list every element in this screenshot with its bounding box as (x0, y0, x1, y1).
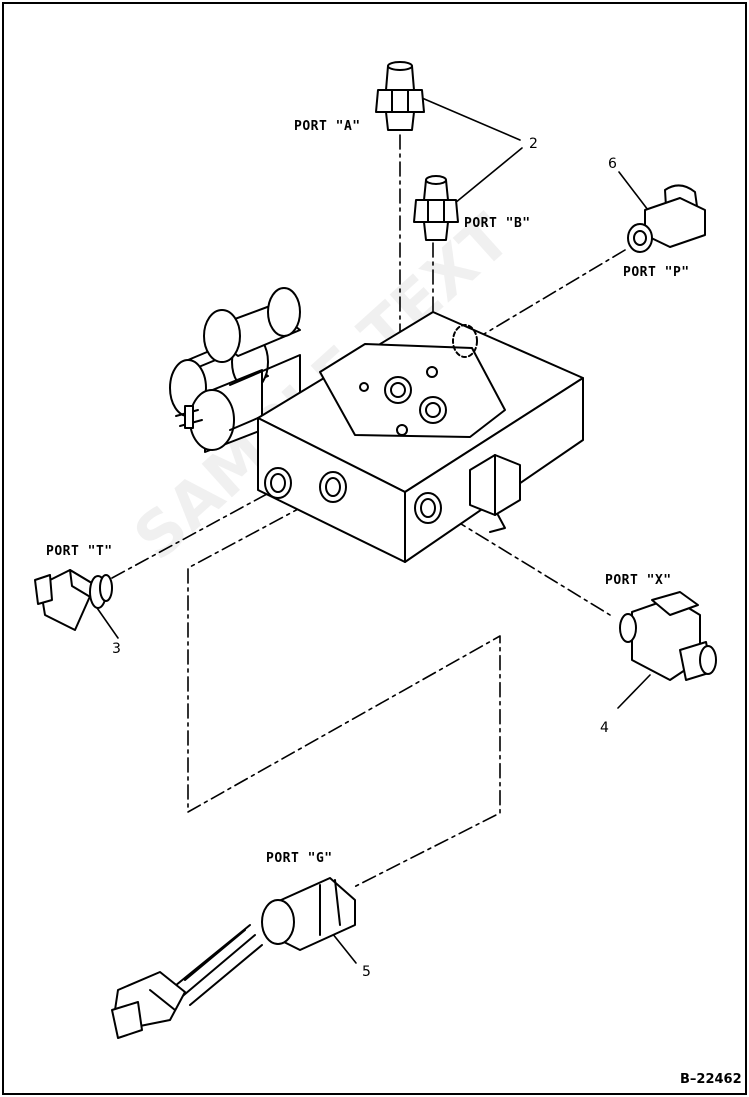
port-a-label: PORT "A" (294, 119, 361, 134)
valve-block (169, 287, 584, 563)
drawing-reference-number: B–22462 (680, 1072, 742, 1087)
fitting-port-x (619, 591, 717, 681)
port-g-label: PORT "G" (266, 851, 333, 866)
fitting-port-a (375, 61, 425, 131)
port-p-label: PORT "P" (623, 265, 690, 280)
solenoid-coils (169, 287, 301, 453)
port-x-label: PORT "X" (605, 573, 672, 588)
callout-3: 3 (112, 641, 121, 657)
callout-6: 6 (608, 156, 617, 172)
callout-2: 2 (529, 136, 538, 152)
port-b-label: PORT "B" (464, 216, 531, 231)
port-t-label: PORT "T" (46, 544, 113, 559)
fitting-port-b (413, 175, 459, 241)
fitting-port-p (627, 184, 706, 253)
fitting-port-t (34, 569, 113, 631)
callout-4: 4 (600, 720, 609, 736)
pressure-switch-port-g (111, 877, 356, 1039)
callout-5: 5 (362, 964, 371, 980)
